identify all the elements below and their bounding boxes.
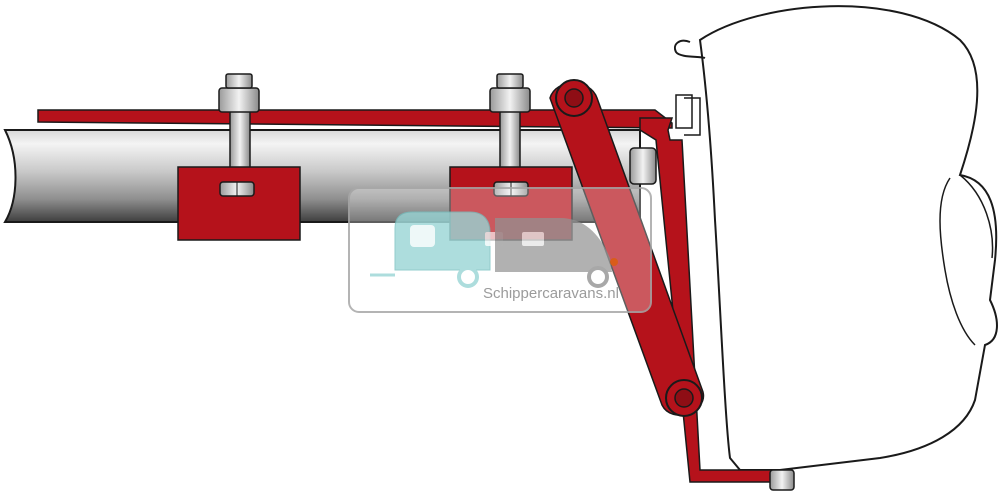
caravan-motorhome-logo <box>370 211 618 288</box>
awning-cassette <box>698 5 998 471</box>
hook <box>674 39 706 59</box>
watermark-text: Schippercaravans.nl <box>483 285 619 302</box>
left-bolt-shaft <box>229 107 251 171</box>
right-bolt-shaft <box>499 107 521 171</box>
bracket-nut-icon <box>629 147 657 185</box>
left-clamp-block <box>177 166 301 241</box>
left-nut-icon <box>218 87 260 113</box>
cassette-mounting-bracket <box>629 94 795 491</box>
left-clamp <box>177 73 301 241</box>
diagonal-strut <box>549 79 705 417</box>
right-nut-icon <box>489 87 531 113</box>
bottom-bolt-icon <box>769 469 795 491</box>
watermark: Schippercaravans.nl <box>348 187 652 313</box>
